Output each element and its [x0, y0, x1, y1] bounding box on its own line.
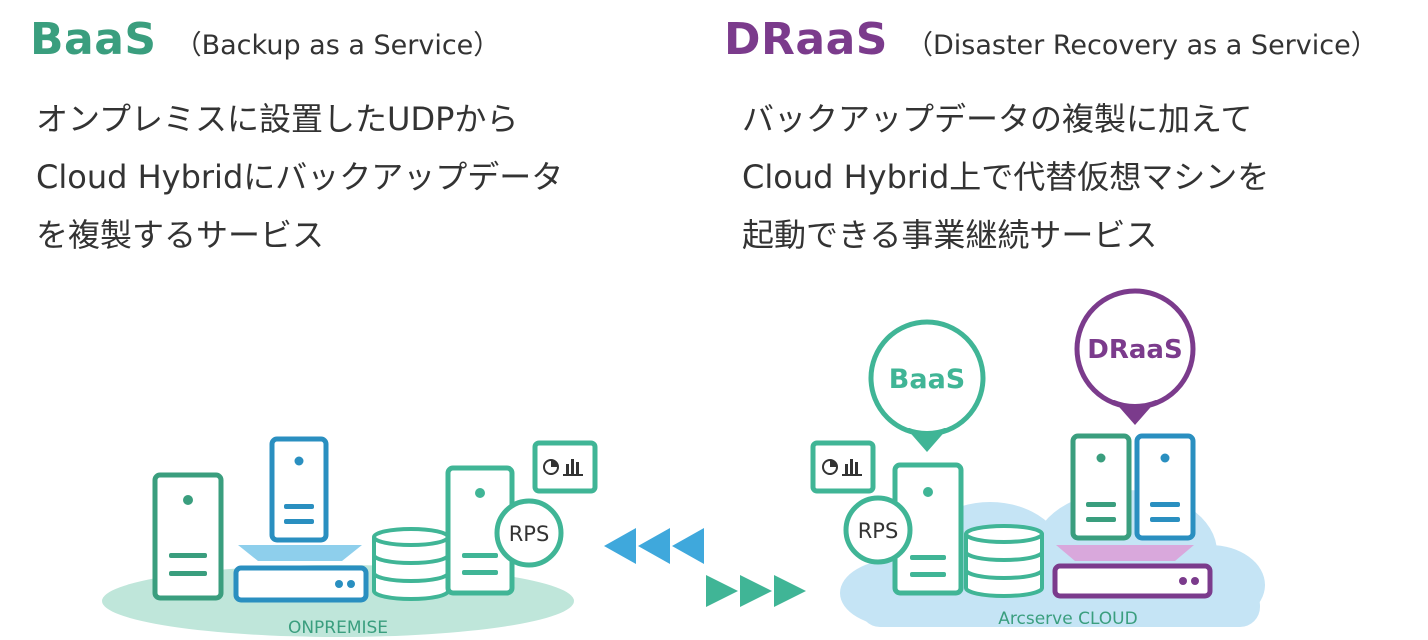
- replication-arrows-right: [706, 575, 806, 607]
- baas-description-line: オンプレミスに設置したUDPから: [36, 100, 519, 138]
- baas-description: オンプレミスに設置したUDPから Cloud Hybridにバックアップデータ …: [36, 90, 563, 264]
- draas-heading: DRaaS （Disaster Recovery as a Service）: [724, 14, 1378, 65]
- rps-badge-left: [494, 498, 564, 568]
- onpremise-server-icon: [152, 472, 224, 601]
- onpremise-storage-unit-icon: [233, 565, 369, 603]
- cloud-label: Arcserve CLOUD: [998, 609, 1137, 629]
- draas-title: DRaaS: [724, 14, 888, 65]
- baas-description-line: を複製するサービス: [36, 216, 325, 254]
- chart-console-icon: [532, 440, 598, 494]
- draas-description-line: 起動できる事業継続サービス: [742, 216, 1158, 254]
- onpremise-database-icon: [372, 527, 450, 601]
- onpremise-label: ONPREMISE: [288, 618, 388, 638]
- dr-blue-server-icon: [1134, 433, 1196, 541]
- baas-bubble: [868, 319, 986, 452]
- baas-heading: BaaS （Backup as a Service）: [30, 14, 500, 65]
- dr-platform-shape: [1056, 545, 1194, 561]
- dr-storage-unit-icon: [1052, 563, 1213, 599]
- restore-arrows-left: [604, 528, 704, 564]
- draas-bubble-label: DRaaS: [1087, 335, 1182, 365]
- onpremise-blue-server-icon: [269, 436, 329, 543]
- baas-title: BaaS: [30, 14, 157, 65]
- draas-description: バックアップデータの複製に加えて Cloud Hybrid上で代替仮想マシンを …: [742, 90, 1269, 264]
- cloud-database-icon: [964, 524, 1044, 598]
- draas-bubble: [1074, 288, 1196, 425]
- draas-description-line: Cloud Hybrid上で代替仮想マシンを: [742, 158, 1270, 196]
- baas-subtitle: （Backup as a Service）: [174, 30, 501, 61]
- onpremise-rps-server-icon: [445, 465, 515, 596]
- rps-label-right: RPS: [858, 519, 899, 543]
- rps-badge-right: [843, 495, 913, 565]
- draas-subtitle: （Disaster Recovery as a Service）: [905, 30, 1378, 61]
- dr-teal-server-icon: [1070, 433, 1132, 541]
- baas-bubble-label: BaaS: [889, 364, 965, 395]
- rps-label-left: RPS: [509, 522, 550, 546]
- draas-description-line: バックアップデータの複製に加えて: [742, 100, 1253, 138]
- chart-console-icon: [810, 440, 876, 494]
- baas-description-line: Cloud Hybridにバックアップデータ: [36, 158, 564, 196]
- onpremise-platform-shape: [238, 545, 362, 561]
